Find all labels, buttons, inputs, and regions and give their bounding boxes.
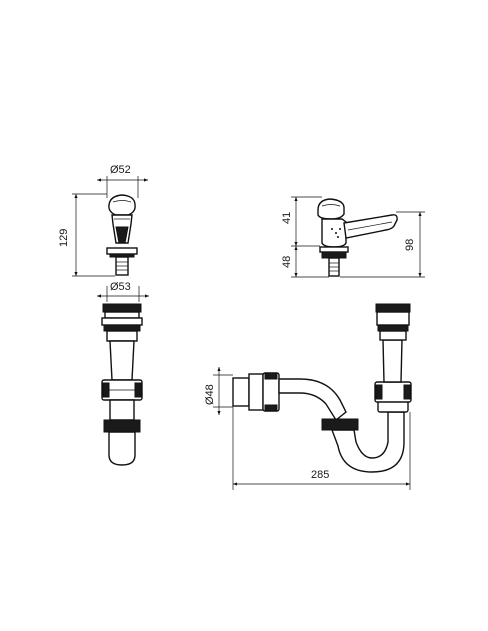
dimension-side-total: 98 <box>340 211 425 278</box>
dim-label-side-upper: 41 <box>281 212 293 224</box>
dimension-trap-outlet: Ø48 <box>204 367 233 415</box>
dimension-trap-length: 285 <box>232 407 411 490</box>
dimension-tap-width: Ø52 <box>97 164 148 198</box>
dimension-side-upper: 41 <box>281 196 322 247</box>
trap-side-view <box>232 303 412 473</box>
dim-label-trap-length: 285 <box>311 469 329 481</box>
drain-front-view <box>101 303 143 466</box>
dimension-tap-height: 129 <box>58 193 115 277</box>
dim-label-side-total: 98 <box>404 239 416 251</box>
tap-front-view <box>106 194 138 276</box>
dim-label-tap-width: Ø52 <box>110 164 131 176</box>
tap-side-view <box>317 198 398 277</box>
dimension-side-lower: 48 <box>281 246 329 278</box>
dim-label-tap-height: 129 <box>58 229 70 247</box>
dim-label-side-lower: 48 <box>281 256 293 268</box>
dimension-base-diameter: Ø53 <box>97 281 149 302</box>
dim-label-trap-outlet: Ø48 <box>204 384 216 405</box>
dim-label-base-diameter: Ø53 <box>110 281 131 293</box>
